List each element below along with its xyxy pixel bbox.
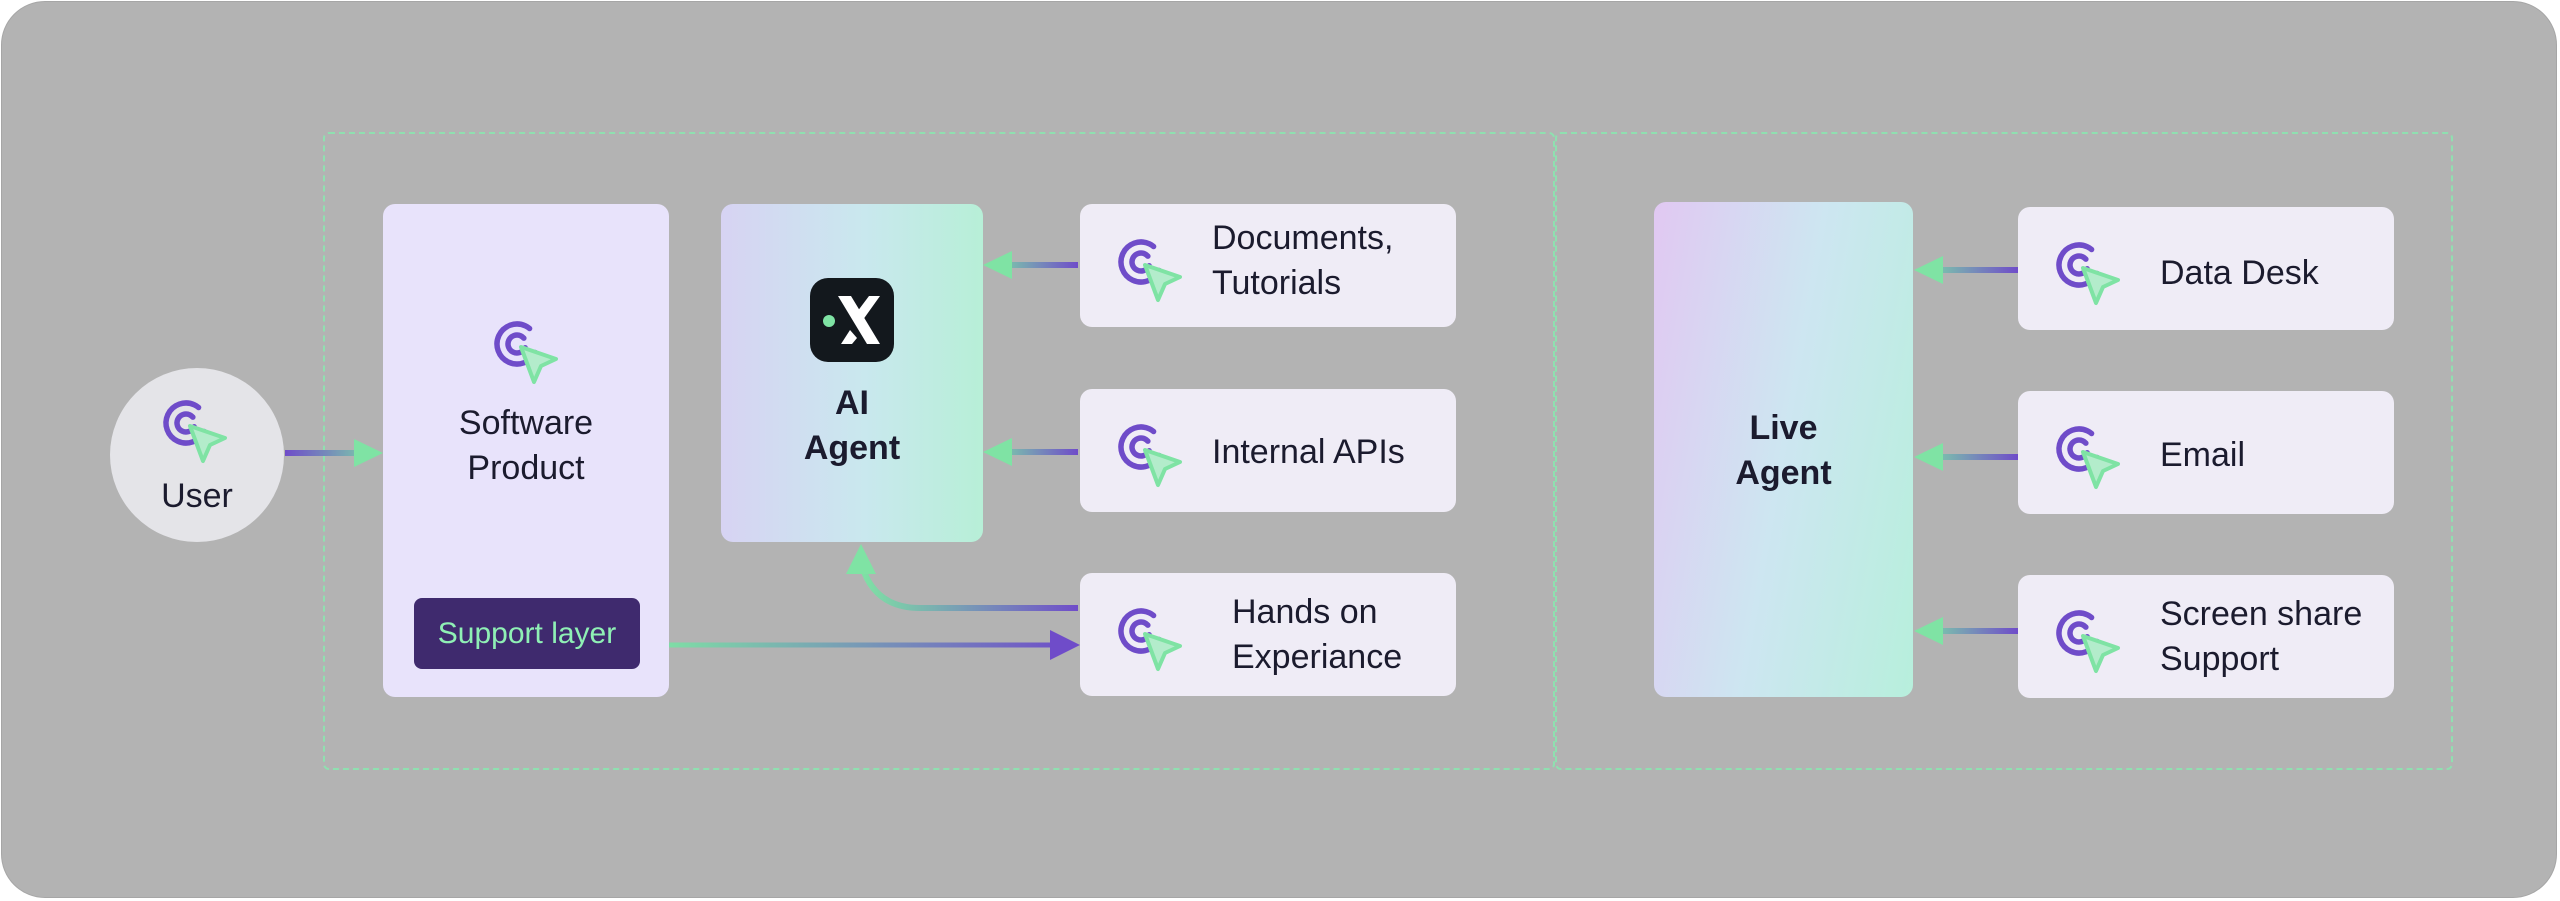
click-cursor-icon — [2053, 423, 2123, 493]
live-agent-label: Live Agent — [1735, 409, 1832, 492]
click-cursor-icon — [1115, 421, 1185, 491]
x-logo-icon — [810, 278, 894, 362]
support-layer-badge — [414, 598, 640, 669]
click-cursor-icon — [2053, 239, 2123, 309]
click-cursor-icon — [2053, 607, 2123, 677]
source-label-screen-share: Screen share Support — [2160, 595, 2363, 678]
click-cursor-icon — [1115, 236, 1185, 306]
ai-agent-label: AI Agent — [803, 384, 901, 467]
source-card-hands-on — [1080, 573, 1456, 696]
user-node — [110, 368, 284, 542]
support-layer-label: Support layer — [437, 617, 617, 650]
click-cursor-icon — [491, 318, 561, 388]
user-label: User — [161, 477, 233, 515]
source-card-data-desk — [2018, 207, 2394, 330]
click-cursor-icon — [1115, 605, 1185, 675]
source-label-data-desk: Data Desk — [2160, 254, 2319, 292]
source-card-email — [2018, 391, 2394, 514]
source-card-documents — [1080, 204, 1456, 327]
source-label-email: Email — [2160, 436, 2246, 474]
source-card-internal-apis — [1080, 389, 1456, 512]
ai-agent-card — [721, 204, 983, 542]
click-cursor-icon — [160, 397, 230, 467]
source-label-internal-apis: Internal APIs — [1212, 433, 1405, 471]
source-label-hands-on: Hands on Experiance — [1232, 593, 1403, 676]
live-agent-card — [1654, 202, 1913, 697]
source-card-screen-share — [2018, 575, 2394, 698]
source-label-documents: Documents, Tutorials — [1212, 219, 1394, 302]
live-agent-group — [1555, 132, 2453, 770]
software-product-label: Software Product — [458, 404, 594, 487]
